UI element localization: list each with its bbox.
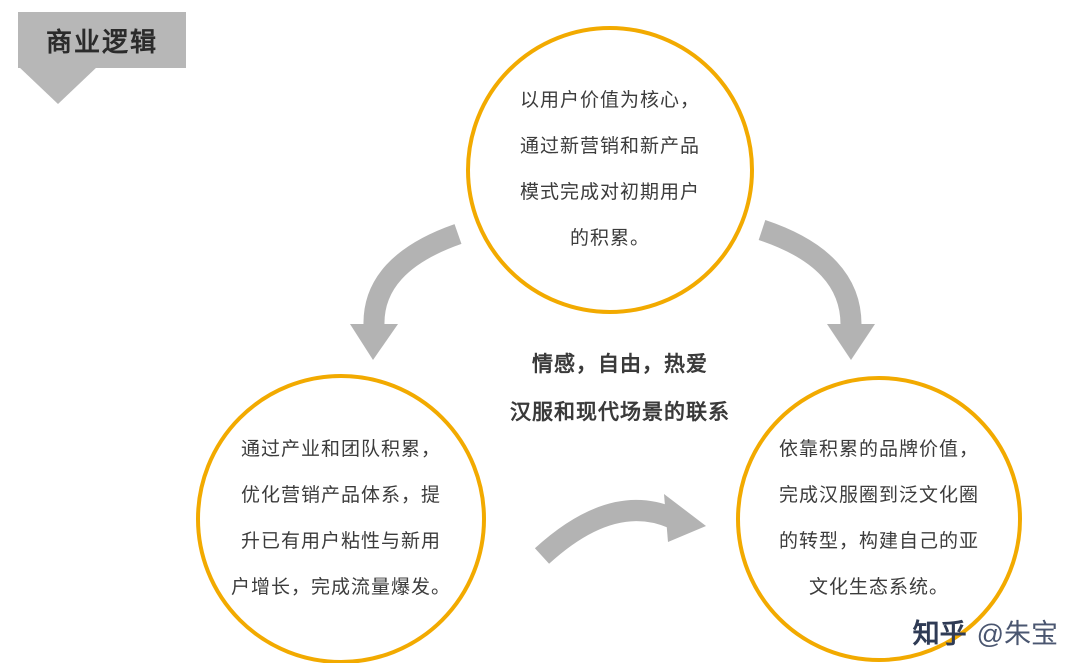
node-traffic-growth-line: 通过产业和团队积累， [240, 439, 441, 460]
node-brand-transform-line: 依靠积累的品牌价值， [778, 439, 979, 460]
zhihu-logo: 知乎 [912, 619, 967, 649]
node-traffic-growth-line: 优化营销产品体系，提 [240, 485, 441, 506]
node-traffic-growth-line: 户增长，完成流量爆发。 [230, 577, 451, 598]
section-ribbon-label: 商业逻辑 [45, 27, 158, 57]
section-ribbon: 商业逻辑 [18, 12, 186, 68]
node-brand-transform-line: 完成汉服圈到泛文化圈 [778, 485, 979, 506]
arrow-left-to-right-icon [534, 494, 706, 564]
node-brand-transform-line: 文化生态系统。 [808, 577, 949, 598]
watermark: 知乎 @朱宝 [913, 612, 1058, 651]
center-note-line1: 情感，自由，热爱 [532, 352, 708, 376]
ribbon-tail-icon [18, 66, 98, 104]
node-user-value-line: 的积累。 [569, 228, 650, 249]
center-note: 情感，自由，热爱 汉服和现代场景的联系 [445, 340, 795, 436]
center-note-line2: 汉服和现代场景的联系 [510, 400, 730, 424]
node-traffic-growth-line: 升已有用户粘性与新用 [240, 531, 441, 552]
node-user-value-line: 通过新营销和新产品 [519, 136, 700, 157]
node-user-value-line: 以用户价值为核心， [519, 90, 700, 111]
node-traffic-growth: 通过产业和团队积累， 优化营销产品体系，提 升已有用户粘性与新用 户增长，完成流… [196, 374, 486, 663]
node-brand-transform: 依靠积累的品牌价值， 完成汉服圈到泛文化圈 的转型，构建自己的亚 文化生态系统。 [736, 376, 1022, 662]
watermark-handle: @朱宝 [976, 619, 1058, 649]
arrow-top-to-left-icon [350, 224, 462, 360]
node-user-value: 以用户价值为核心， 通过新营销和新产品 模式完成对初期用户 的积累。 [466, 26, 754, 314]
node-brand-transform-line: 的转型，构建自己的亚 [778, 531, 979, 552]
node-user-value-line: 模式完成对初期用户 [519, 182, 700, 203]
